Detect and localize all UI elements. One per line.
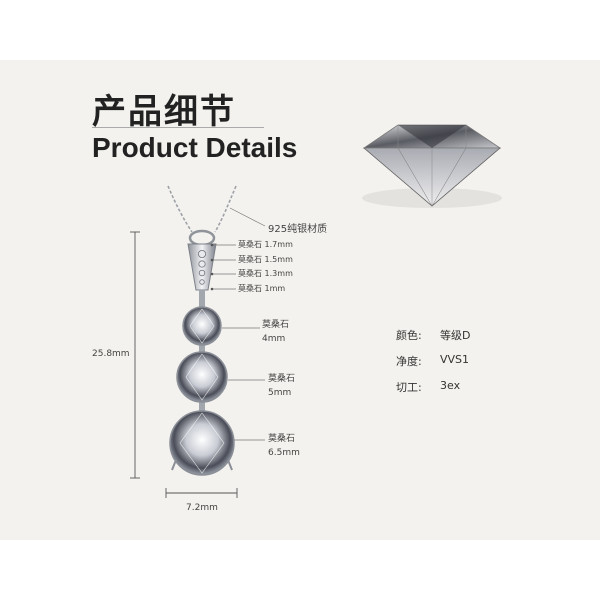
background-panel <box>0 60 600 540</box>
spec-value: 等级D <box>440 329 471 342</box>
width-dimension-label: 7.2mm <box>186 503 218 513</box>
stone-4mm <box>182 306 222 346</box>
chain <box>167 185 237 233</box>
material-label: 925纯银材质 <box>268 224 328 235</box>
page-title-cn: 产品细节 <box>92 92 236 132</box>
stone-5mm <box>176 351 228 403</box>
stone-6-5mm <box>169 410 235 476</box>
height-dimension-label: 25.8mm <box>92 349 130 359</box>
spec-value: VVS1 <box>440 353 470 366</box>
spec-list: 颜色: 等级D 净度: VVS1 切工: 3ex <box>396 327 470 405</box>
spec-row-color: 颜色: 等级D <box>396 327 470 353</box>
page-title-en: Product Details <box>92 132 298 163</box>
pendant-bail <box>187 229 217 291</box>
spec-key: 净度: <box>396 355 422 368</box>
title-divider <box>92 127 264 128</box>
small-stone-label-2: 莫桑石 1.5mm <box>238 255 293 264</box>
connector <box>199 290 205 308</box>
spec-row-cut: 切工: 3ex <box>396 379 470 405</box>
connector <box>199 402 205 411</box>
spec-value: 3ex <box>440 379 461 392</box>
loose-diamond-image <box>362 124 502 208</box>
small-stone-label-4: 莫桑石 1mm <box>238 284 286 293</box>
small-stone-label-1: 莫桑石 1.7mm <box>238 240 293 249</box>
connector <box>199 344 205 354</box>
spec-key: 切工: <box>396 381 422 394</box>
spec-key: 颜色: <box>396 329 422 342</box>
leader-lines <box>212 207 266 441</box>
height-dimension-line <box>130 231 140 479</box>
spec-row-clarity: 净度: VVS1 <box>396 353 470 379</box>
width-dimension-line <box>165 488 238 498</box>
small-stone-label-3: 莫桑石 1.3mm <box>238 269 293 278</box>
